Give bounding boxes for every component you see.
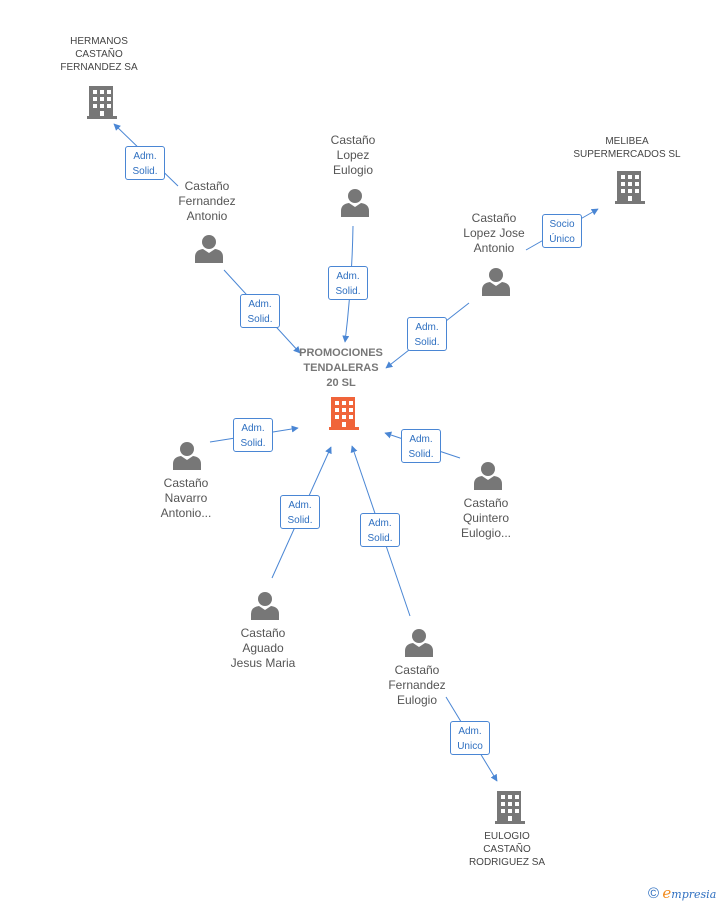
person-icon-fernandez-eulogio — [405, 629, 433, 657]
person-label-quintero[interactable]: Castaño Quintero Eulogio... — [461, 496, 511, 541]
badge-line: Adm. — [248, 299, 272, 310]
relation-badge-lopez-jose-center[interactable]: Adm. Solid. — [407, 317, 447, 351]
label-line: PROMOCIONES — [299, 347, 383, 359]
relation-badge-lopez-jose-melibea[interactable]: Socio Único — [542, 214, 582, 248]
person-icon-fernandez-antonio — [195, 235, 223, 263]
label-line: MELIBEA — [605, 136, 649, 147]
person-label-lopez-jose-antonio[interactable]: Castaño Lopez Jose Antonio — [463, 211, 524, 256]
label-line: CASTAÑO — [75, 49, 123, 60]
person-label-fernandez-antonio[interactable]: Castaño Fernandez Antonio — [178, 179, 235, 224]
badge-line: Solid. — [414, 337, 440, 348]
label-line: Castaño — [330, 133, 376, 147]
badge-line: Único — [549, 234, 575, 245]
relation-badge-fernandez-antonio-hermanos[interactable]: Adm. Solid. — [125, 146, 165, 180]
building-icon-center — [329, 397, 359, 430]
badge-line: Adm. — [368, 518, 392, 529]
label-line: Lopez — [336, 148, 370, 162]
person-icon-lopez-jose-antonio — [482, 268, 510, 296]
relation-badge-aguado-center[interactable]: Adm. Solid. — [280, 495, 320, 529]
person-icon-quintero — [474, 462, 502, 490]
label-line: SUPERMERCADOS SL — [573, 149, 681, 160]
person-label-lopez-eulogio[interactable]: Castaño Lopez Eulogio — [331, 133, 376, 178]
label-line: RODRIGUEZ SA — [468, 857, 546, 868]
person-icon-navarro — [173, 442, 201, 470]
label-line: Fernandez — [178, 194, 236, 208]
badge-line: Solid. — [240, 438, 266, 449]
relation-badge-fernandez-eulogio-center[interactable]: Adm. Solid. — [360, 513, 400, 547]
badge-line: Adm. — [241, 423, 265, 434]
label-line: FERNANDEZ SA — [60, 62, 138, 73]
company-label-hermanos[interactable]: HERMANOS CASTAÑO FERNANDEZ SA — [60, 35, 137, 74]
label-line: Antonio — [473, 241, 515, 255]
relation-badge-quintero-center[interactable]: Adm. Solid. — [401, 429, 441, 463]
label-line: Fernandez — [388, 678, 446, 692]
person-label-navarro[interactable]: Castaño Navarro Antonio... — [161, 476, 212, 521]
label-line: Eulogio — [332, 163, 374, 177]
label-line: Aguado — [242, 641, 284, 655]
label-line: Castaño — [163, 476, 209, 490]
label-line: Castaño — [471, 211, 517, 225]
company-label-center[interactable]: PROMOCIONES TENDALERAS 20 SL — [299, 346, 383, 391]
building-icon-hermanos — [87, 86, 117, 119]
label-line: Castaño — [184, 179, 230, 193]
person-icon-aguado — [251, 592, 279, 620]
label-line: Eulogio — [396, 693, 438, 707]
brand-name: mpresia — [671, 888, 717, 901]
label-line: Navarro — [164, 491, 208, 505]
relation-badge-lopez-eulogio-center[interactable]: Adm. Solid. — [328, 266, 368, 300]
label-line: Castaño — [463, 496, 509, 510]
brand-initial: e — [662, 884, 672, 902]
badge-line: Solid. — [247, 314, 273, 325]
badge-line: Adm. — [288, 500, 312, 511]
badge-line: Solid. — [408, 449, 434, 460]
badge-line: Adm. — [458, 726, 482, 737]
company-label-eulogio-rodriguez[interactable]: EULOGIO CASTAÑO RODRIGUEZ SA — [469, 830, 545, 869]
label-line: Quintero — [462, 511, 510, 525]
copyright-icon: © — [648, 885, 660, 902]
label-line: HERMANOS — [70, 36, 128, 47]
label-line: Castaño — [394, 663, 440, 677]
label-line: TENDALERAS — [303, 362, 379, 374]
badge-line: Solid. — [367, 533, 393, 544]
label-line: CASTAÑO — [483, 844, 531, 855]
building-icon-eulogio-rodriguez — [495, 791, 525, 824]
label-line: Antonio... — [160, 506, 212, 520]
label-line: Lopez Jose — [463, 226, 525, 240]
badge-line: Solid. — [287, 515, 313, 526]
badge-line: Adm. — [409, 434, 433, 445]
badge-line: Solid. — [335, 286, 361, 297]
badge-line: Solid. — [132, 166, 158, 177]
relation-badge-navarro-center[interactable]: Adm. Solid. — [233, 418, 273, 452]
building-icon-melibea — [615, 171, 645, 204]
label-line: Antonio — [186, 209, 228, 223]
label-line: Jesus Maria — [230, 656, 296, 670]
badge-line: Socio — [549, 219, 575, 230]
label-line: 20 SL — [326, 377, 356, 389]
person-label-aguado[interactable]: Castaño Aguado Jesus Maria — [231, 626, 296, 671]
label-line: EULOGIO — [484, 831, 530, 842]
badge-line: Unico — [457, 741, 483, 752]
badge-line: Adm. — [336, 271, 360, 282]
label-line: Eulogio... — [460, 526, 512, 540]
company-label-melibea[interactable]: MELIBEA SUPERMERCADOS SL — [573, 135, 680, 161]
empresia-logo[interactable]: © empresia — [648, 884, 716, 904]
label-line: Castaño — [240, 626, 286, 640]
person-label-fernandez-eulogio[interactable]: Castaño Fernandez Eulogio — [388, 663, 445, 708]
relation-badge-fernandez-eulogio-rodriguez[interactable]: Adm. Unico — [450, 721, 490, 755]
badge-line: Adm. — [133, 151, 157, 162]
relation-badge-fernandez-antonio-center[interactable]: Adm. Solid. — [240, 294, 280, 328]
badge-line: Adm. — [415, 322, 439, 333]
person-icon-lopez-eulogio — [341, 189, 369, 217]
